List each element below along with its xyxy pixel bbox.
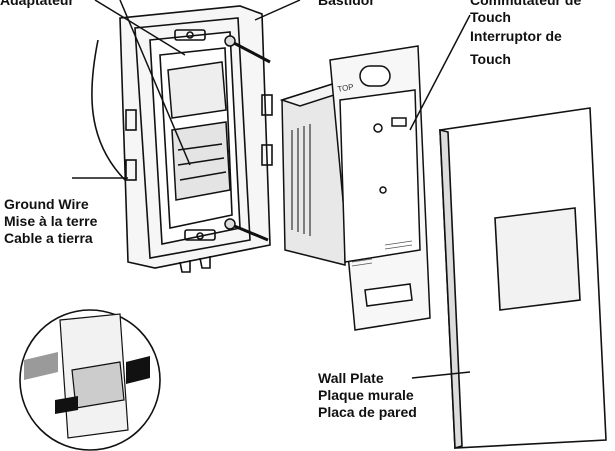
adapter <box>167 61 231 201</box>
leader-switch <box>409 14 471 131</box>
arrow-right <box>126 356 150 384</box>
label-switch-line3: Interruptor de <box>470 28 562 44</box>
top-mark: TOP <box>337 82 355 94</box>
label-switch-line1: Commutateur de <box>470 0 582 8</box>
leader-bastidor <box>254 0 301 21</box>
ground-wire <box>91 39 126 181</box>
touch-switch <box>279 45 431 331</box>
label-switch-line2: Touch <box>470 9 511 25</box>
leader-adapter-2 <box>119 0 191 166</box>
label-wall-plate: Wall Plate Plaque murale Placa de pared <box>318 370 417 421</box>
label-wallplate-line1: Wall Plate <box>318 370 384 386</box>
arrow-bottom <box>55 396 78 414</box>
label-wallplate-line2: Plaque murale <box>318 387 414 403</box>
wall-plate <box>439 107 607 450</box>
label-ground-line3: Cable a tierra <box>4 230 93 246</box>
label-wallplate-line3: Placa de pared <box>318 404 417 420</box>
leader-adapter-1 <box>94 0 186 56</box>
label-bastidor: Bastidor <box>318 0 375 9</box>
label-bastidor-line1: Bastidor <box>318 0 375 8</box>
arrow-left <box>24 352 58 380</box>
label-touch-switch: Commutateur de Touch Interruptor de Touc… <box>470 0 581 68</box>
mounting-screws <box>224 35 271 242</box>
leader-lines <box>72 0 471 379</box>
inset-detail <box>19 309 161 451</box>
label-switch-line4: Touch <box>470 51 511 67</box>
label-ground-line2: Mise à la terre <box>4 213 98 229</box>
label-adapter-line1: Adaptateur <box>0 0 74 8</box>
label-ground-wire: Ground Wire Mise à la terre Cable a tier… <box>4 196 97 247</box>
label-adapter: Adaptateur <box>0 0 74 9</box>
leader-wallplate <box>411 371 471 379</box>
label-ground-line1: Ground Wire <box>4 196 89 212</box>
